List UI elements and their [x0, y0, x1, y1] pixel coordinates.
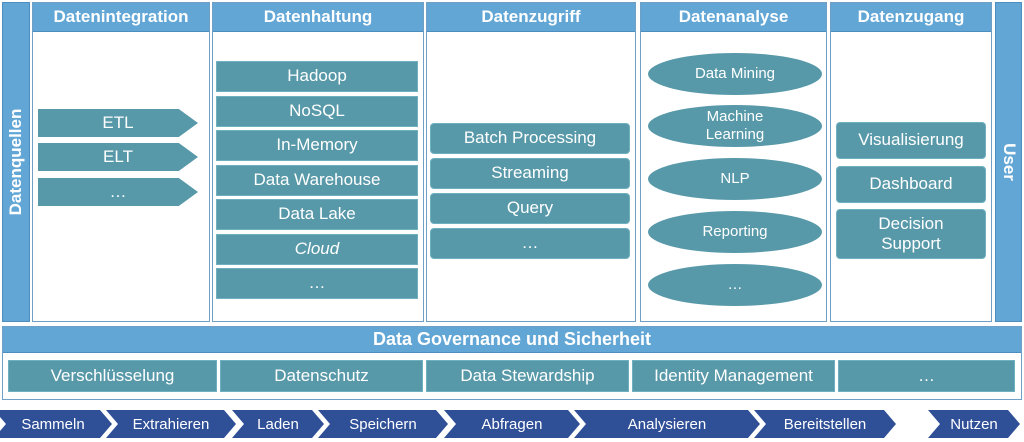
gov-item-more: … [838, 360, 1015, 392]
item-data-lake: Data Lake [216, 199, 418, 230]
process-step-3: Laden [232, 410, 324, 438]
user-label: User [999, 143, 1019, 181]
gov-item-data-stewardship: Data Stewardship [426, 360, 629, 392]
item-more: … [430, 228, 630, 259]
process-step-5: Abfragen [444, 410, 580, 438]
item-elt: ELT [38, 143, 198, 171]
item-streaming: Streaming [430, 158, 630, 189]
gov-item-datenschutz: Datenschutz [220, 360, 423, 392]
column-datenhaltung: Datenhaltung Hadoop NoSQL In-Memory Data… [212, 2, 424, 322]
column-datenzugriff: Datenzugriff Batch Processing Streaming … [426, 2, 636, 322]
process-step-8: Nutzen [928, 410, 1020, 438]
process-step-4: Speichern [318, 410, 448, 438]
item-data-mining: Data Mining [648, 53, 822, 95]
item-cloud: Cloud [216, 234, 418, 265]
process-step-6: Analysieren [574, 410, 760, 438]
datenquellen-label: Datenquellen [6, 108, 25, 216]
process-step-1: Sammeln [0, 410, 112, 438]
item-in-memory: In-Memory [216, 130, 418, 161]
item-reporting: Reporting [648, 211, 822, 253]
gov-item-verschluesselung: Verschlüsselung [8, 360, 217, 392]
process-step-2: Extrahieren [106, 410, 236, 438]
item-more: … [216, 268, 418, 299]
item-machine-learning: Machine Learning [648, 105, 822, 147]
gov-item-identity-management: Identity Management [632, 360, 835, 392]
item-more: … [648, 264, 822, 306]
item-visualisierung: Visualisierung [836, 122, 986, 159]
item-decision-support: Decision Support [836, 209, 986, 259]
governance-title: Data Governance und Sicherheit [3, 327, 1021, 353]
column-datenzugang: Datenzugang Visualisierung Dashboard Dec… [830, 2, 992, 322]
column-datenintegration: Datenintegration ETL ELT … [32, 2, 210, 322]
item-data-warehouse: Data Warehouse [216, 165, 418, 196]
column-title: Datenzugriff [427, 3, 635, 32]
item-hadoop: Hadoop [216, 61, 418, 92]
process-step-7: Bereitstellen [754, 410, 896, 438]
governance-block: Data Governance und Sicherheit Verschlüs… [2, 326, 1022, 400]
item-more: … [38, 178, 198, 206]
item-nlp: NLP [648, 158, 822, 200]
column-title: Datenhaltung [213, 3, 423, 32]
item-dashboard: Dashboard [836, 166, 986, 203]
user-bar: User [995, 2, 1022, 322]
item-query: Query [430, 193, 630, 224]
column-title: Datenanalyse [641, 3, 826, 32]
column-title: Datenzugang [831, 3, 991, 32]
datenquellen-bar: Datenquellen [2, 2, 30, 322]
item-etl: ETL [38, 109, 198, 137]
column-title: Datenintegration [33, 3, 209, 32]
item-nosql: NoSQL [216, 96, 418, 127]
column-datenanalyse: Datenanalyse Data Mining Machine Learnin… [640, 2, 827, 322]
item-batch-processing: Batch Processing [430, 123, 630, 154]
